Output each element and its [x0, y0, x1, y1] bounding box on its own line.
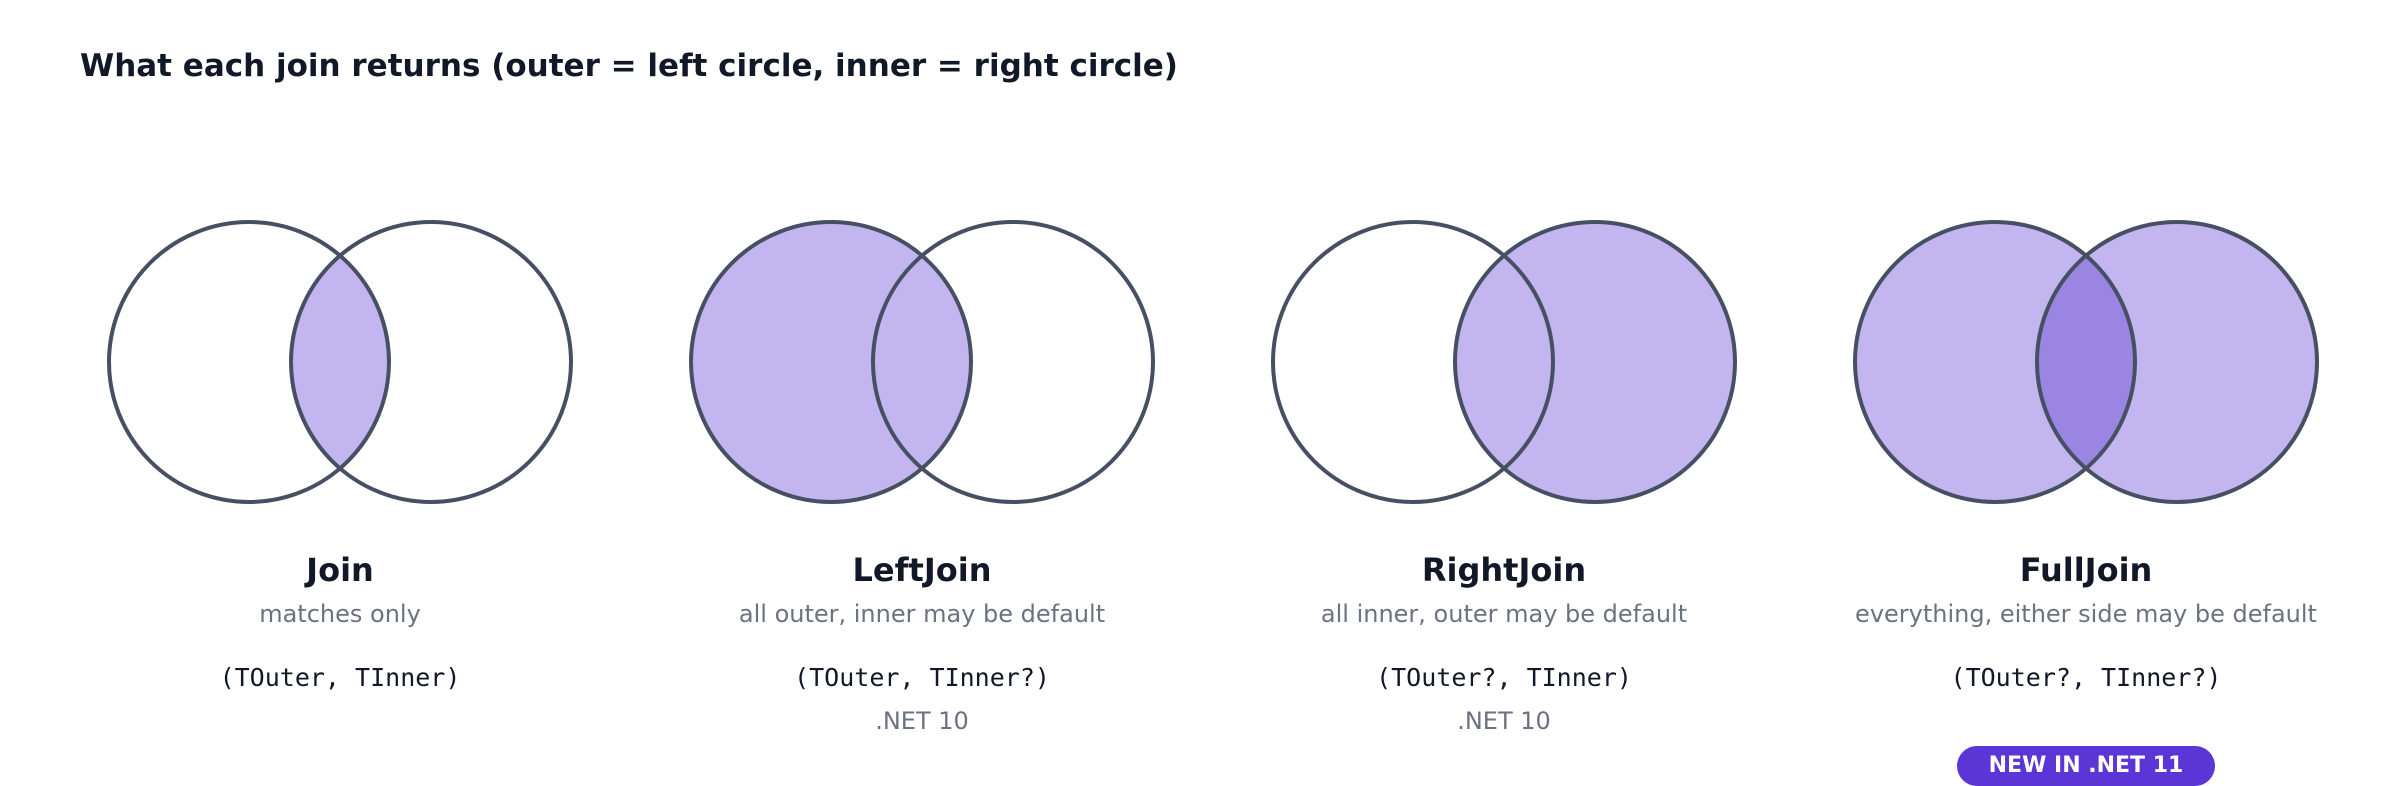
join-signature: (TOuter?, TInner?) [1950, 663, 2222, 692]
intersection-region [1454, 255, 1554, 469]
new-badge: NEW IN .NET 11 [1956, 746, 2216, 786]
venn-rightjoin [1271, 220, 1737, 504]
page-title: What each join returns (outer = left cir… [80, 48, 1178, 84]
join-version: .NET 10 [875, 707, 969, 735]
panel-fulljoin-text: FullJoin everything, either side may be … [1796, 548, 2376, 786]
join-description: everything, either side may be default [1855, 600, 2317, 628]
panel-join-text: Join matches only (TOuter, TInner) [50, 548, 630, 738]
inner-circle [289, 220, 573, 504]
venn-diagrams [107, 220, 2319, 504]
panel-rightjoin-text: RightJoin all inner, outer may be defaul… [1214, 548, 1794, 738]
intersection-region [2036, 255, 2135, 469]
intersection-region [872, 255, 972, 469]
join-name: FullJoin [2019, 551, 2153, 589]
join-signature: (TOuter, TInner?) [794, 663, 1050, 692]
join-description: matches only [259, 600, 421, 628]
intersection-region [290, 255, 390, 469]
outer-circle [689, 220, 973, 504]
join-description: all inner, outer may be default [1320, 600, 1688, 628]
outer-circle [1271, 220, 1555, 504]
join-name: Join [306, 551, 374, 589]
join-name: LeftJoin [852, 551, 992, 589]
venn-join [107, 220, 573, 504]
join-signature: (TOuter?, TInner) [1376, 663, 1632, 692]
join-description: all outer, inner may be default [738, 600, 1106, 628]
venn-fulljoin [1853, 220, 2319, 504]
join-name: RightJoin [1421, 551, 1587, 589]
outer-circle [1853, 220, 2137, 504]
inner-circle [1453, 220, 1737, 504]
inner-circle [2035, 220, 2319, 504]
venn-leftjoin [689, 220, 1155, 504]
panel-leftjoin-text: LeftJoin all outer, inner may be default… [632, 548, 1212, 738]
outer-circle [107, 220, 391, 504]
join-signature: (TOuter, TInner) [219, 663, 461, 692]
join-version: .NET 10 [1457, 707, 1551, 735]
inner-circle [871, 220, 1155, 504]
